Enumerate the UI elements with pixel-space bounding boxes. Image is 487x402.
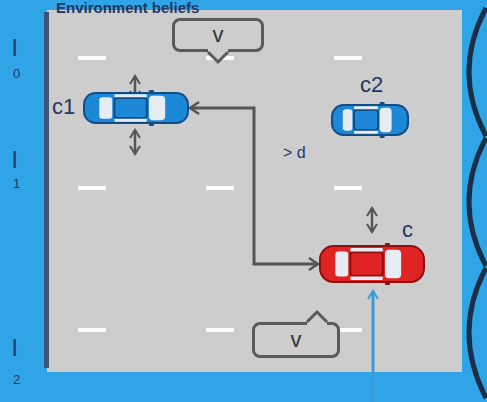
car-body [332, 105, 408, 135]
connector-arrow [190, 108, 318, 264]
diagram-title: Environment beliefs [56, 0, 199, 16]
car-roof [114, 98, 146, 118]
vehicle: c1 [82, 90, 190, 126]
car-side-window [350, 248, 382, 251]
lane-label: 1 [13, 176, 20, 191]
lane-marking [78, 56, 460, 60]
lane-label: 2 [13, 372, 20, 387]
callout-pointer-outline [208, 52, 228, 62]
callout-pointer-outline [307, 312, 327, 322]
car-side-window [350, 277, 382, 280]
velocity-callout: v [172, 18, 264, 52]
car-roof [354, 110, 378, 130]
road-boundary-arc [469, 138, 486, 266]
car-roof [350, 252, 382, 276]
callout-pointer-fill [208, 49, 228, 62]
car-side-window [114, 119, 146, 122]
vehicle: c2 [330, 102, 410, 138]
distance-label: > d [283, 144, 306, 162]
car-windshield [149, 96, 165, 120]
car-side-window [114, 94, 146, 97]
car-rear-window [343, 109, 353, 131]
car-windshield [385, 250, 401, 279]
car-windshield [380, 108, 392, 132]
car-rear-window [335, 251, 348, 276]
lane-label: 0 [13, 66, 20, 81]
car-shape [82, 90, 190, 126]
lateral-motion-arrow [134, 130, 137, 154]
road-boundary-arc [469, 8, 486, 136]
callout-text: v [213, 23, 224, 47]
car-shape [318, 243, 426, 285]
callout-text: v [291, 328, 302, 352]
lane-marking [78, 186, 460, 190]
car-shape [330, 102, 410, 138]
car-body [320, 246, 424, 282]
road-edge-line [44, 12, 49, 368]
vehicle-label: c2 [360, 72, 383, 98]
car-side-window [354, 131, 378, 134]
lane-label: l [12, 34, 17, 62]
road [47, 10, 462, 372]
velocity-callout: v [252, 322, 340, 358]
lateral-motion-arrow [371, 208, 374, 232]
car-body [84, 93, 188, 123]
callout-pointer [307, 309, 327, 325]
callout-pointer [208, 49, 228, 65]
car-rear-window [99, 97, 112, 119]
lane-label: l [12, 146, 17, 174]
car-side-window [354, 106, 378, 109]
sensor-line [372, 291, 375, 402]
lane-label: l [12, 334, 17, 362]
vehicle-label: c [402, 217, 413, 243]
callout-pointer-fill [307, 312, 327, 325]
road-boundary-arc [469, 268, 486, 398]
vehicle: c [318, 243, 426, 285]
vehicle-label: c1 [52, 94, 75, 120]
